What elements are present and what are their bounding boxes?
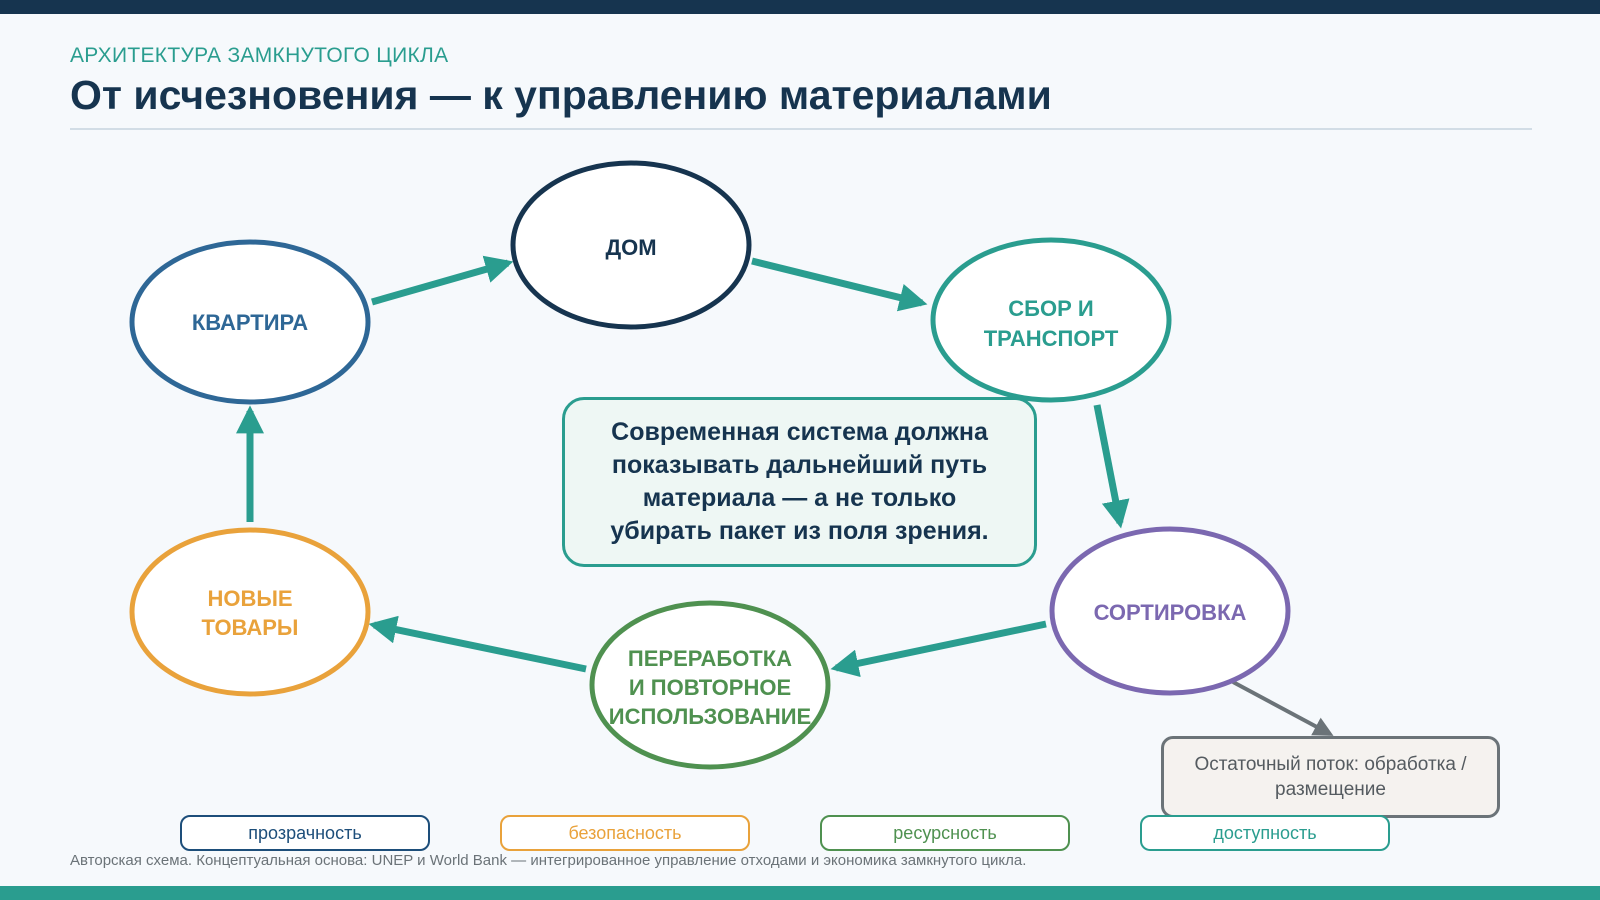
arrow-apartment-to-house	[371, 255, 514, 306]
node-sorting: СОРТИРОВКА	[1049, 526, 1291, 696]
node-apartment: КВАРТИРА	[129, 239, 371, 405]
title-divider	[70, 128, 1532, 130]
tag-accessibility: доступность	[1140, 815, 1390, 851]
arrow-house-to-collection	[751, 257, 928, 312]
top-accent-bar	[0, 0, 1600, 14]
node-new-goods: НОВЫЕ ТОВАРЫ	[129, 527, 371, 697]
node-recycling-label-line1: ПЕРЕРАБОТКА	[628, 646, 792, 671]
arrow-collection-to-sorting	[1093, 404, 1130, 529]
node-apartment-label: КВАРТИРА	[192, 310, 308, 335]
tag-resource: ресурсность	[820, 815, 1070, 851]
key-message-callout: Современная система должна показывать да…	[562, 397, 1037, 567]
node-house: ДОМ	[510, 160, 752, 330]
slide-kicker: АРХИТЕКТУРА ЗАМКНУТОГО ЦИКЛА	[70, 44, 449, 67]
node-new-goods-label-line1: НОВЫЕ	[207, 586, 292, 611]
node-recycling-label-line3: ИСПОЛЬЗОВАНИЕ	[609, 704, 811, 729]
node-sorting-label: СОРТИРОВКА	[1094, 600, 1247, 625]
arrow-sorting-to-recycling	[830, 620, 1047, 678]
node-new-goods-label-line2: ТОВАРЫ	[202, 615, 299, 640]
tag-transparency: прозрачность	[180, 815, 430, 851]
node-recycling-label-line2: И ПОВТОРНОЕ	[629, 675, 791, 700]
source-note: Авторская схема. Концептуальная основа: …	[70, 852, 1027, 869]
slide-title: От исчезновения — к управлению материала…	[70, 72, 1052, 118]
arrow-recycling-to-new-goods	[368, 615, 587, 673]
residual-flow-box: Остаточный поток: обработка / размещение	[1161, 736, 1500, 818]
node-recycling-reuse: ПЕРЕРАБОТКА И ПОВТОРНОЕ ИСПОЛЬЗОВАНИЕ	[589, 600, 831, 770]
node-collection-label-line2: ТРАНСПОРТ	[984, 326, 1119, 351]
bottom-accent-bar	[0, 886, 1600, 900]
arrow-sorting-to-residual	[1232, 680, 1334, 736]
node-collection-transport: СБОР И ТРАНСПОРТ	[930, 237, 1172, 403]
tag-safety: безопасность	[500, 815, 750, 851]
node-house-label: ДОМ	[605, 235, 656, 260]
node-collection-label-line1: СБОР И	[1008, 296, 1093, 321]
